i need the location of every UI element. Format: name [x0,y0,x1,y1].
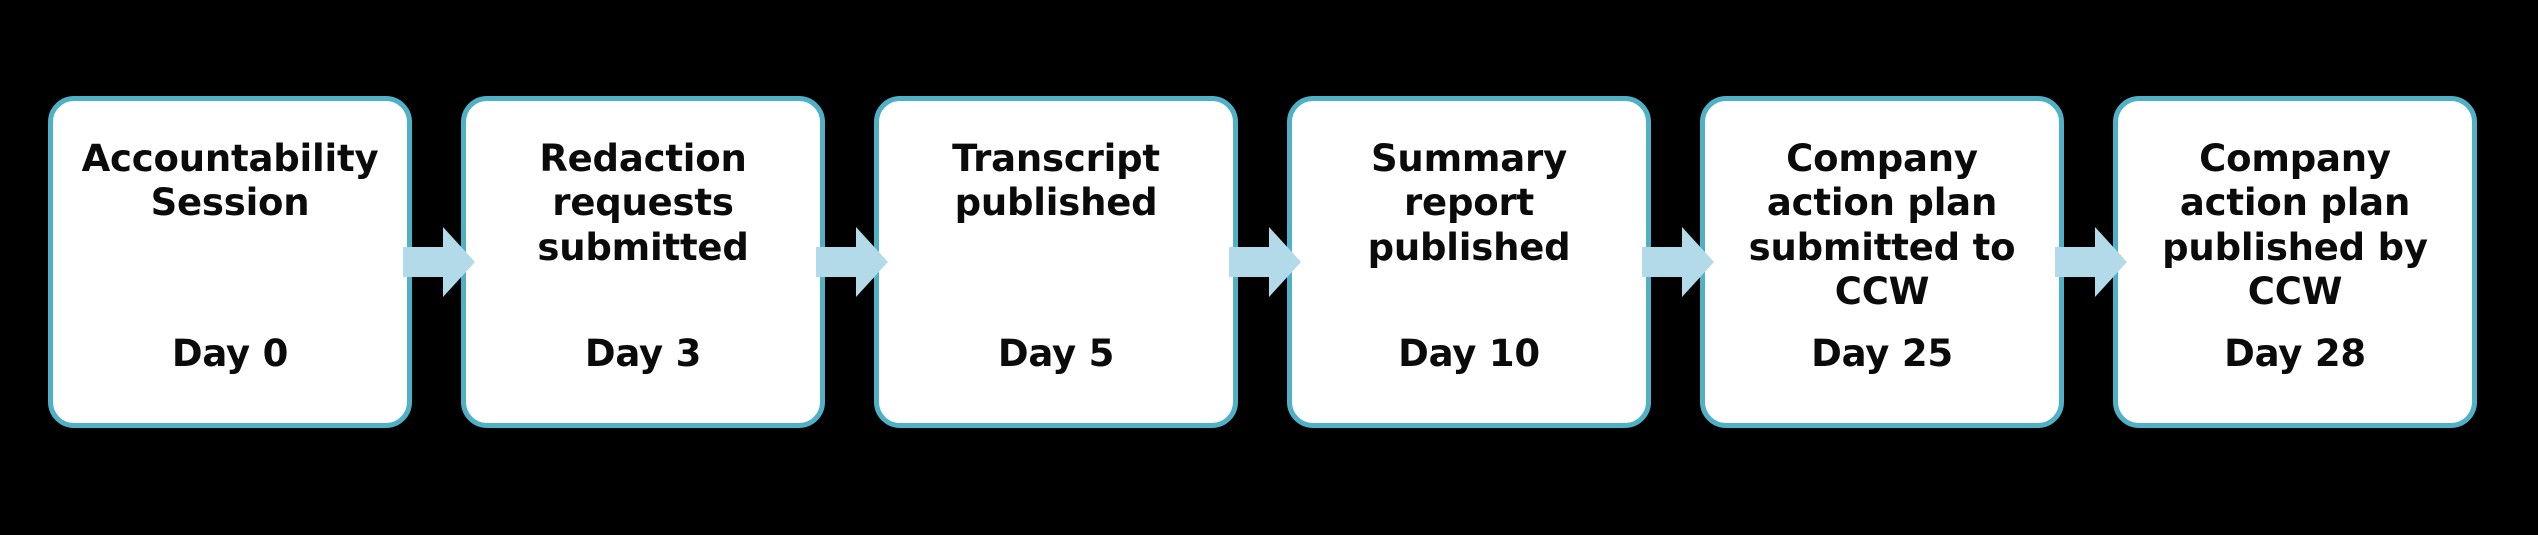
step-title: Company action plan published by CCW [2162,137,2428,314]
step-day-label: Day 0 [171,332,289,376]
flow-step-6[interactable]: Company action plan published by CCW Day… [2113,96,2477,428]
flow-step-4[interactable]: Summary report published Day 10 [1287,96,1651,428]
step-day-label: Day 25 [1811,332,1953,376]
step-day-label: Day 5 [997,332,1115,376]
step-day-label: Day 10 [1398,332,1540,376]
flow-step-1[interactable]: Accountability Session Day 0 [48,96,412,428]
step-title: Accountability Session [81,137,379,225]
flow-step-2[interactable]: Redaction requests submitted Day 3 [461,96,825,428]
step-day-label: Day 3 [584,332,702,376]
flow-step-5[interactable]: Company action plan submitted to CCW Day… [1700,96,2064,428]
step-title: Company action plan submitted to CCW [1748,137,2016,314]
flow-track: Accountability Session Day 0 Redaction r… [48,96,2477,428]
flow-step-3[interactable]: Transcript published Day 5 [874,96,1238,428]
step-title: Transcript published [952,137,1160,225]
step-title: Summary report published [1367,137,1571,269]
step-day-label: Day 28 [2224,332,2366,376]
step-title: Redaction requests submitted [537,137,749,269]
